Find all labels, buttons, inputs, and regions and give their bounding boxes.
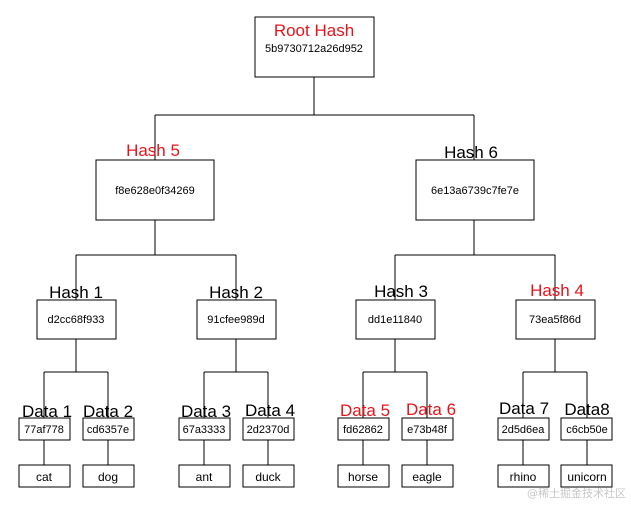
- hash1-value: d2cc68f933: [48, 314, 105, 326]
- data3-hash: 67a3333: [183, 424, 226, 436]
- data3-label: Data 3: [181, 402, 231, 421]
- data7-label: Data 7: [499, 399, 549, 418]
- value-rhino-box: rhino: [497, 464, 550, 488]
- value-horse-box: horse: [337, 464, 390, 488]
- hash5-value: f8e628e0f34269: [115, 185, 195, 197]
- value-dog-box: dog: [82, 464, 135, 488]
- data6-label: Data 6: [406, 400, 456, 419]
- hash4-label: Hash 4: [530, 281, 584, 300]
- data2-hash: cd6357e: [87, 424, 129, 436]
- data8-label: Data8: [564, 400, 609, 419]
- hash6-label: Hash 6: [444, 143, 498, 162]
- data7-node: Data 7 2d5d6ea: [497, 399, 550, 441]
- value-cat-box: cat: [18, 464, 71, 488]
- data5-hash: fd62862: [343, 424, 383, 436]
- data8-node: Data8 c6cb50e: [560, 400, 613, 441]
- value-cat: cat: [36, 470, 53, 484]
- root-hash-label: Root Hash: [274, 21, 354, 40]
- watermark: @稀土掘金技术社区: [527, 486, 626, 500]
- data2-label: Data 2: [83, 402, 133, 421]
- tree-edges: [43, 77, 588, 465]
- data8-hash: c6cb50e: [566, 424, 608, 436]
- data3-node: Data 3 67a3333: [178, 402, 231, 441]
- data5-node: Data 5 fd62862: [337, 401, 390, 441]
- hash5-label: Hash 5: [126, 141, 180, 160]
- value-eagle: eagle: [412, 470, 442, 484]
- root-hash-node: Root Hash 5b9730712a26d952: [254, 16, 375, 78]
- value-horse: horse: [348, 470, 378, 484]
- value-eagle-box: eagle: [401, 464, 454, 488]
- hash5-node: Hash 5 f8e628e0f34269: [95, 141, 215, 221]
- hash2-value: 91cfee989d: [207, 314, 265, 326]
- data4-label: Data 4: [245, 401, 295, 420]
- hash2-label: Hash 2: [209, 283, 263, 302]
- value-duck: duck: [255, 470, 281, 484]
- data7-hash: 2d5d6ea: [502, 424, 546, 436]
- hash6-node: Hash 6 6e13a6739c7fe7e: [415, 143, 535, 221]
- value-unicorn-box: unicorn: [560, 464, 613, 488]
- data1-node: Data 1 77af778: [18, 402, 72, 441]
- hash3-node: Hash 3 dd1e11840: [355, 282, 436, 340]
- hash3-label: Hash 3: [374, 282, 428, 301]
- hash4-value: 73ea5f86d: [529, 314, 581, 326]
- data4-hash: 2d2370d: [247, 424, 290, 436]
- hash4-node: Hash 4 73ea5f86d: [515, 281, 596, 340]
- data6-node: Data 6 e73b48f: [401, 400, 456, 441]
- data6-hash: e73b48f: [407, 424, 448, 436]
- data4-node: Data 4 2d2370d: [242, 401, 295, 441]
- value-ant: ant: [196, 470, 213, 484]
- root-hash-value: 5b9730712a26d952: [265, 43, 363, 55]
- data5-label: Data 5: [340, 401, 390, 420]
- data1-hash: 77af778: [24, 424, 64, 436]
- value-rhino: rhino: [510, 470, 537, 484]
- hash3-value: dd1e11840: [368, 314, 422, 326]
- hash1-label: Hash 1: [49, 283, 103, 302]
- value-unicorn: unicorn: [567, 470, 606, 484]
- data2-node: Data 2 cd6357e: [82, 402, 135, 441]
- hash6-value: 6e13a6739c7fe7e: [431, 185, 519, 197]
- value-dog: dog: [98, 470, 118, 484]
- data1-label: Data 1: [22, 402, 72, 421]
- hash1-node: Hash 1 d2cc68f933: [36, 283, 117, 340]
- value-ant-box: ant: [178, 464, 231, 488]
- hash2-node: Hash 2 91cfee989d: [196, 283, 277, 340]
- value-duck-box: duck: [242, 464, 295, 488]
